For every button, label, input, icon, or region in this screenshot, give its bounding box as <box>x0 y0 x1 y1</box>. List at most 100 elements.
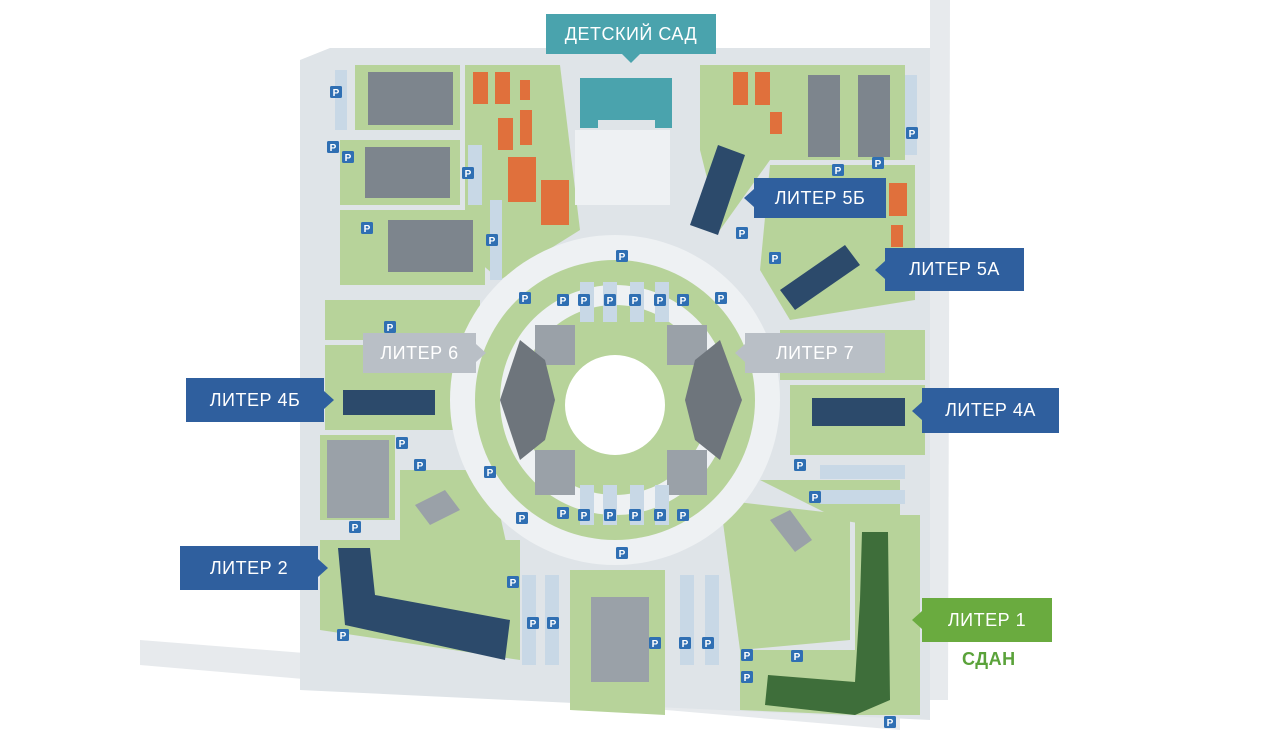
svg-text:P: P <box>387 323 394 334</box>
parking-icon: P <box>604 509 616 522</box>
parking-icon: P <box>769 252 781 265</box>
blue-buildings <box>338 145 905 660</box>
svg-text:P: P <box>333 88 340 99</box>
outer-road <box>930 0 950 700</box>
svg-text:P: P <box>519 514 526 525</box>
liter-2-label-text: ЛИТЕР 2 <box>209 557 289 578</box>
liter-7-label[interactable]: ЛИТЕР 7 <box>735 333 885 373</box>
svg-text:P: P <box>835 166 842 177</box>
svg-text:P: P <box>607 511 614 522</box>
parking-icon: P <box>906 127 918 140</box>
label-pointer <box>622 54 640 63</box>
parking-icon: P <box>629 294 641 307</box>
svg-text:P: P <box>510 578 517 589</box>
parking-icon: P <box>872 157 884 170</box>
liter-1-label[interactable]: ЛИТЕР 1 <box>912 598 1052 642</box>
parking-icon: P <box>794 459 806 472</box>
label-pointer <box>875 260 885 279</box>
light-grey-buildings <box>327 440 812 682</box>
svg-text:P: P <box>550 619 557 630</box>
parking-icon: P <box>484 466 496 479</box>
parking-icon: P <box>330 86 342 99</box>
liter-5a-label-text: ЛИТЕР 5А <box>909 259 1000 279</box>
label-pointer <box>324 391 334 409</box>
liter-4b-label[interactable]: ЛИТЕР 4Б <box>186 378 334 422</box>
parking-icon: P <box>654 509 666 522</box>
svg-text:P: P <box>680 296 687 307</box>
parking-icon: P <box>578 509 590 522</box>
parking-icon: P <box>349 521 361 534</box>
svg-text:P: P <box>330 143 337 154</box>
parking-icon: P <box>741 671 753 684</box>
svg-text:P: P <box>797 461 804 472</box>
svg-text:P: P <box>522 294 529 305</box>
central-square <box>565 355 665 455</box>
svg-text:P: P <box>345 153 352 164</box>
parking-icon: P <box>384 321 396 334</box>
liter-6-label-text: ЛИТЕР 6 <box>380 342 459 363</box>
parking-icon: P <box>486 234 498 247</box>
parking-icon: P <box>616 250 628 263</box>
label-pointer <box>735 344 745 362</box>
parking-icon: P <box>741 649 753 662</box>
parking-icon: P <box>557 294 569 307</box>
parking-icon: P <box>507 576 519 589</box>
label-pointer <box>912 611 922 629</box>
svg-text:P: P <box>489 236 496 247</box>
svg-text:P: P <box>560 509 567 520</box>
parking-icon: P <box>361 222 373 235</box>
liter-5b-label-text: ЛИТЕР 5Б <box>774 187 866 208</box>
parking-icon: P <box>547 617 559 630</box>
liter-2-label[interactable]: ЛИТЕР 2 <box>180 546 328 590</box>
svg-text:P: P <box>465 169 472 180</box>
parking-icon: P <box>519 292 531 305</box>
svg-text:P: P <box>632 296 639 307</box>
liter-1-building <box>765 532 890 715</box>
liter-7-label-text: ЛИТЕР 7 <box>775 342 855 363</box>
svg-text:P: P <box>744 651 751 662</box>
kindergarten-label[interactable]: ДЕТСКИЙ САД <box>546 14 716 63</box>
svg-text:P: P <box>887 718 894 729</box>
svg-text:P: P <box>657 296 664 307</box>
svg-text:P: P <box>530 619 537 630</box>
svg-text:P: P <box>772 254 779 265</box>
parking-icon: P <box>791 650 803 663</box>
svg-text:P: P <box>619 549 626 560</box>
parking-icon: P <box>327 141 339 154</box>
label-pointer <box>476 344 486 362</box>
parking-icon: P <box>516 512 528 525</box>
ring-towers <box>500 325 742 495</box>
svg-text:P: P <box>744 673 751 684</box>
svg-text:P: P <box>657 511 664 522</box>
liter-6-label[interactable]: ЛИТЕР 6 <box>363 333 486 373</box>
liter-4a-label-text: ЛИТЕР 4А <box>945 400 1036 420</box>
parking-icon: P <box>342 151 354 164</box>
liter-5a-label[interactable]: ЛИТЕР 5А <box>875 248 1024 291</box>
label-pointer <box>318 559 328 577</box>
svg-text:P: P <box>581 296 588 307</box>
liter-5b-label[interactable]: ЛИТЕР 5Б <box>744 178 886 218</box>
svg-text:P: P <box>417 461 424 472</box>
parking-icon: P <box>616 547 628 560</box>
liter-1-status: СДАН <box>962 649 1016 669</box>
parking-icon: P <box>337 629 349 642</box>
parking-icon: P <box>679 637 691 650</box>
parking-icon: P <box>677 509 689 522</box>
parking-icon: P <box>462 167 474 180</box>
parking-icon: P <box>736 227 748 240</box>
parking-icon: P <box>557 507 569 520</box>
svg-text:P: P <box>680 511 687 522</box>
parking-icon: P <box>396 437 408 450</box>
parking-icon: P <box>884 716 896 729</box>
sport-courts <box>473 72 907 247</box>
svg-text:P: P <box>875 159 882 170</box>
parking-icon: P <box>654 294 666 307</box>
svg-text:P: P <box>682 639 689 650</box>
svg-text:P: P <box>812 493 819 504</box>
liter-4a-label[interactable]: ЛИТЕР 4А <box>912 388 1059 433</box>
kindergarten-label-text: ДЕТСКИЙ САД <box>564 23 698 44</box>
svg-text:P: P <box>399 439 406 450</box>
